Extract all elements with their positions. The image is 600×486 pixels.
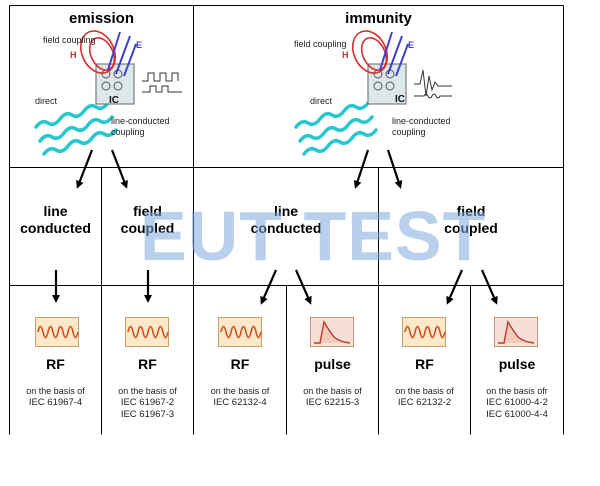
h-label: H (342, 50, 349, 60)
leaf-basis-prefix-4: on the basis of (303, 386, 362, 396)
signal-waveform-icon (142, 72, 182, 93)
direct-label: direct (310, 96, 333, 106)
e-field-arrows-icon (379, 31, 409, 77)
leaf-basis-standard-4: IEC 62215-3 (305, 397, 360, 408)
rf-waveform-icon (402, 317, 446, 347)
leaf-kind-6: pulse (498, 356, 536, 372)
category-field-coupled-immunity: field coupled (444, 203, 498, 236)
pulse-waveform-icon (310, 317, 354, 347)
arrow-immunity-to-line-conducted (353, 149, 370, 189)
arrow-fc-immunity-to-rf (446, 269, 464, 305)
arrow-emission-to-line-conducted (76, 149, 94, 189)
arrow-lc-immunity-to-rf (260, 269, 278, 305)
e-field-arrows-icon (107, 31, 137, 77)
header-emission: emission (68, 10, 135, 27)
damped-oscillation-waveform-icon (414, 69, 452, 99)
leaf-kind-2: RF (138, 356, 157, 372)
pulse-waveform-icon (494, 317, 538, 347)
leaf-basis-prefix-1: on the basis of (26, 386, 85, 396)
leaf-kind-1: RF (46, 356, 65, 372)
line-conducted-coupling-label-2: coupling (111, 127, 145, 137)
ic-chip-icon (367, 63, 407, 105)
leaf-basis-prefix-2: on the basis of (118, 386, 177, 396)
line-conducted-coupling-label-2: coupling (392, 127, 426, 137)
rf-waveform-icon (218, 317, 262, 347)
field-coupling-label: field coupling (43, 35, 96, 45)
leaf-basis-prefix-3: on the basis of (210, 386, 270, 396)
rf-waveform-icon (35, 317, 79, 347)
category-line-conducted-immunity: line conducted (250, 203, 322, 236)
direct-cable-icon (294, 101, 378, 156)
leaf-basis-standard-2: IEC 61967-2 IEC 61967-3 (120, 397, 175, 420)
category-field-coupled-emission: field coupled (120, 203, 175, 236)
line-conducted-coupling-label-1: line-conducted (111, 116, 170, 126)
leaf-basis-standard-3: IEC 62132-4 (213, 397, 267, 408)
arrow-emission-to-field-coupled (110, 149, 128, 189)
category-line-conducted-emission: line conducted (20, 203, 91, 236)
direct-label: direct (35, 96, 58, 106)
direct-cable-icon (34, 101, 118, 156)
leaf-basis-standard-6: IEC 61000-4-2 IEC 61000-4-4 (486, 397, 548, 420)
ic-label: IC (109, 95, 119, 106)
arrow-immunity-to-field-coupled (386, 149, 403, 189)
e-label: E (408, 40, 414, 50)
leaf-kind-5: RF (415, 356, 434, 372)
header-immunity: immunity (345, 10, 412, 27)
emission-coupling-illustration: field coupling H E IC direct line-conduc… (34, 30, 182, 156)
leaf-basis-standard-1: IEC 61967-4 (28, 397, 83, 408)
line-conducted-coupling-label-1: line-conducted (392, 116, 451, 126)
leaf-basis-prefix-6: on the basis ofr (486, 386, 548, 396)
rf-waveform-icon (125, 317, 169, 347)
immunity-coupling-illustration: field coupling H E IC direct line-conduc… (294, 30, 452, 156)
arrow-fc-immunity-to-pulse (480, 269, 498, 305)
leaf-kind-3: RF (230, 356, 250, 372)
e-label: E (136, 40, 142, 50)
leaf-basis-prefix-5: on the basis of (395, 386, 454, 396)
ic-label: IC (395, 94, 405, 105)
arrow-lc-immunity-to-pulse (294, 269, 312, 305)
leaf-basis-standard-5: IEC 62132-2 (397, 397, 452, 408)
leaf-kind-4: pulse (314, 356, 351, 372)
h-label: H (70, 50, 77, 60)
field-coupling-label: field coupling (294, 39, 347, 49)
